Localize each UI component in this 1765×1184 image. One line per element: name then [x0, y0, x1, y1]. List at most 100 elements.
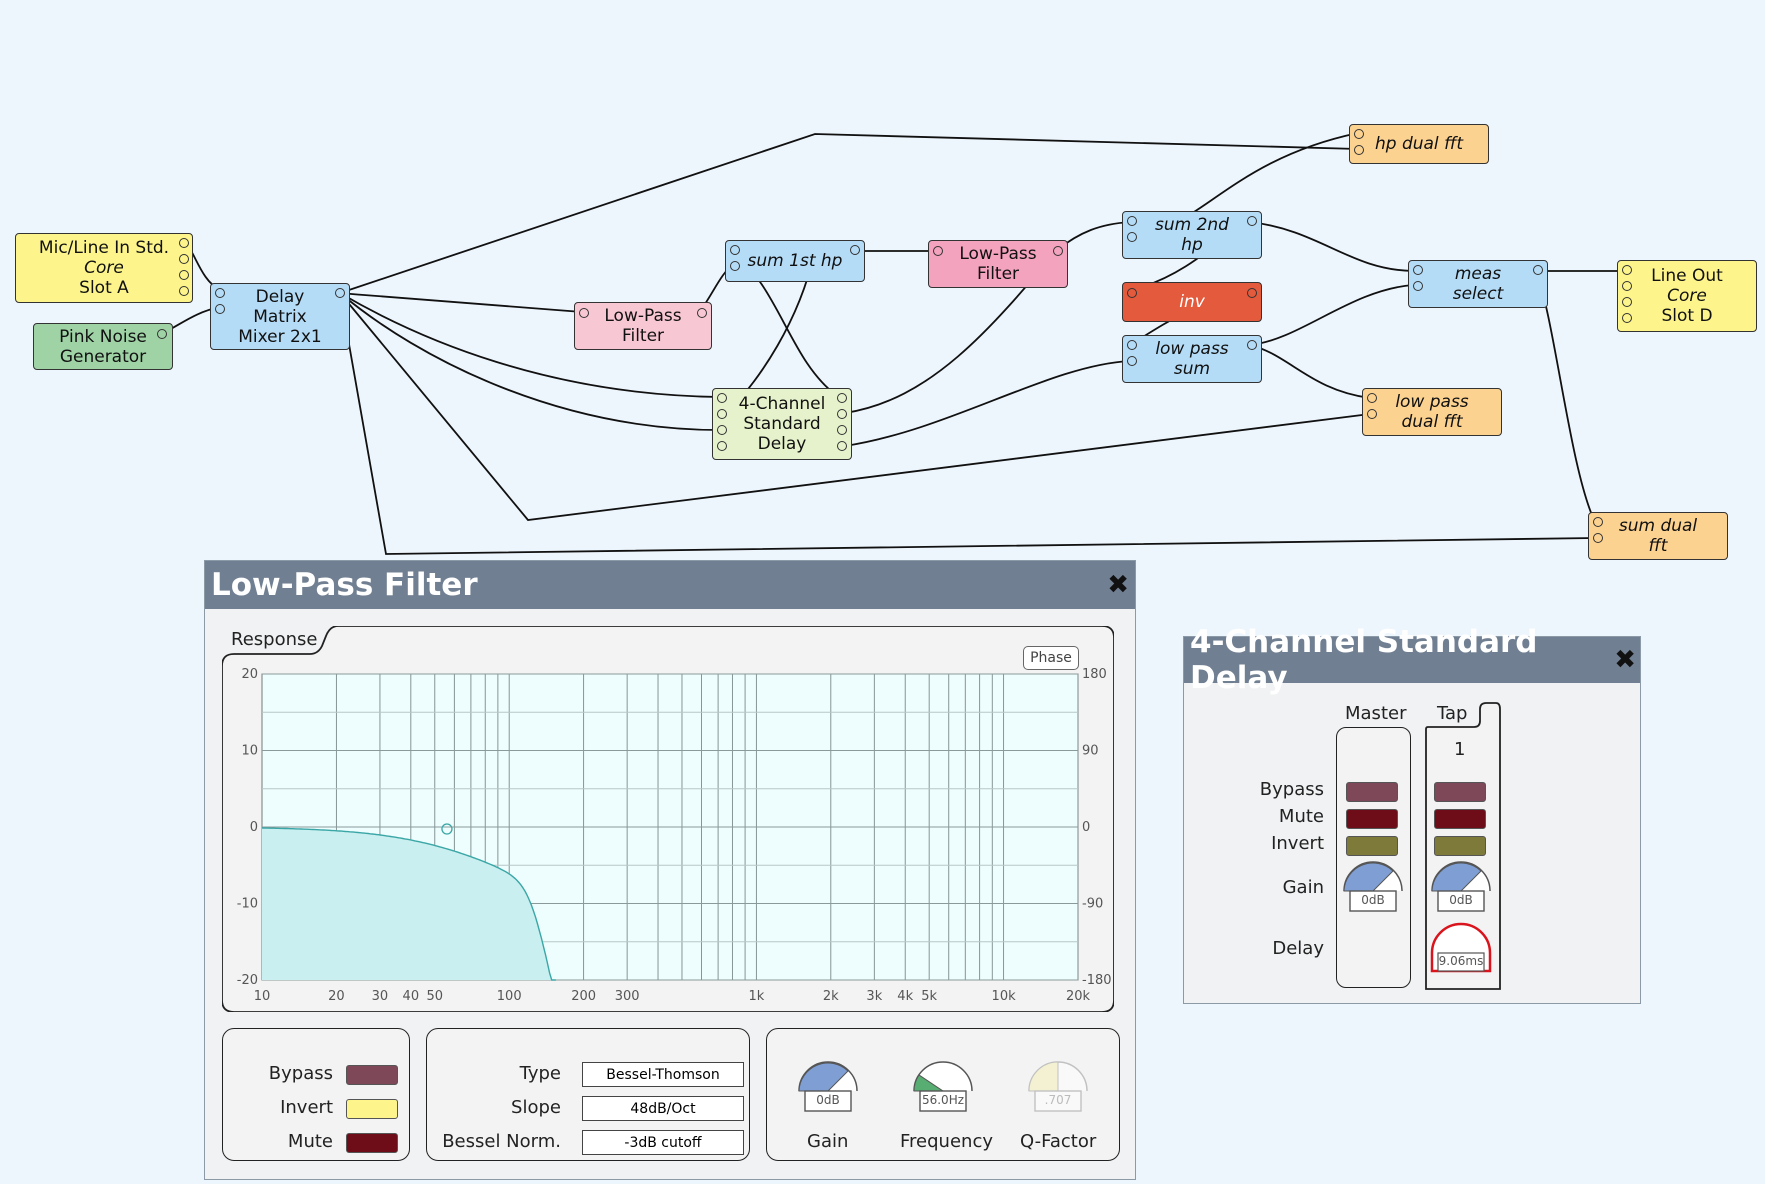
input-port[interactable]: [1413, 281, 1423, 291]
slope-select[interactable]: 48dB/Oct: [582, 1096, 744, 1121]
bessel-norm-label: Bessel Norm.: [442, 1131, 561, 1152]
x-tick-label: 50: [427, 989, 444, 1004]
output-port[interactable]: [1247, 216, 1257, 226]
input-port[interactable]: [215, 304, 225, 314]
gain-knob[interactable]: [797, 1059, 859, 1113]
tap-mute-toggle[interactable]: [1434, 809, 1486, 829]
bessel-norm-select[interactable]: -3dB cutoff: [582, 1130, 744, 1155]
cutoff-handle[interactable]: [441, 823, 453, 835]
output-port[interactable]: [837, 425, 847, 435]
input-port[interactable]: [1622, 265, 1632, 275]
output-port[interactable]: [1533, 265, 1543, 275]
output-port[interactable]: [157, 329, 167, 339]
input-port[interactable]: [1413, 265, 1423, 275]
close-icon[interactable]: ✖: [1107, 570, 1129, 600]
output-port[interactable]: [1247, 288, 1257, 298]
input-port[interactable]: [1354, 145, 1364, 155]
input-port[interactable]: [1622, 313, 1632, 323]
input-port[interactable]: [730, 245, 740, 255]
window-titlebar[interactable]: Low-Pass Filter ✖: [205, 561, 1135, 609]
input-port[interactable]: [1127, 288, 1137, 298]
input-port[interactable]: [1127, 356, 1137, 366]
node-sum-1st-hp[interactable]: sum 1st hp: [725, 240, 865, 282]
master-mute-toggle[interactable]: [1346, 809, 1398, 829]
bypass-label: Bypass: [1259, 779, 1324, 800]
tap-invert-toggle[interactable]: [1434, 836, 1486, 856]
close-icon[interactable]: ✖: [1614, 645, 1636, 675]
input-port[interactable]: [1367, 393, 1377, 403]
output-port[interactable]: [179, 270, 189, 280]
output-port[interactable]: [335, 288, 345, 298]
wire-lpsum-to-meas: [1249, 284, 1414, 346]
mute-toggle[interactable]: [346, 1133, 398, 1153]
output-port[interactable]: [1247, 340, 1257, 350]
node-label: Slot D: [1661, 306, 1713, 326]
frequency-knob[interactable]: [912, 1059, 974, 1113]
output-port[interactable]: [850, 245, 860, 255]
x-tick-label: 5k: [921, 989, 937, 1004]
input-port[interactable]: [717, 393, 727, 403]
master-bypass-toggle[interactable]: [1346, 782, 1398, 802]
input-port[interactable]: [717, 441, 727, 451]
output-port[interactable]: [837, 393, 847, 403]
node-label: low pass: [1155, 339, 1229, 359]
x-tick-label: 2k: [823, 989, 839, 1004]
input-port[interactable]: [1127, 340, 1137, 350]
master-gain-knob[interactable]: [1342, 859, 1404, 913]
x-tick-label: 300: [615, 989, 640, 1004]
input-port[interactable]: [1593, 517, 1603, 527]
tap-delay-knob[interactable]: [1429, 919, 1493, 975]
output-port[interactable]: [1053, 246, 1063, 256]
input-port[interactable]: [1354, 129, 1364, 139]
output-port[interactable]: [837, 409, 847, 419]
input-port[interactable]: [1622, 281, 1632, 291]
response-tab[interactable]: Response: [231, 629, 318, 650]
tap-gain-value: 0dB: [1449, 893, 1473, 907]
input-port[interactable]: [1127, 216, 1137, 226]
invert-toggle[interactable]: [346, 1099, 398, 1119]
node-label: Pink Noise: [59, 326, 147, 347]
output-port[interactable]: [179, 238, 189, 248]
input-port[interactable]: [1593, 533, 1603, 543]
tap-gain-knob[interactable]: [1430, 859, 1492, 913]
x-tick-label: 20k: [1066, 989, 1091, 1004]
input-port[interactable]: [1367, 409, 1377, 419]
output-port[interactable]: [179, 254, 189, 264]
output-port[interactable]: [179, 286, 189, 296]
input-port[interactable]: [1622, 297, 1632, 307]
master-invert-toggle[interactable]: [1346, 836, 1398, 856]
bypass-toggle[interactable]: [346, 1065, 398, 1085]
input-port[interactable]: [717, 409, 727, 419]
input-port[interactable]: [579, 308, 589, 318]
tap-label[interactable]: Tap: [1437, 703, 1468, 724]
node-inv[interactable]: inv: [1122, 282, 1262, 322]
input-port[interactable]: [215, 288, 225, 298]
input-port[interactable]: [933, 246, 943, 256]
input-port[interactable]: [717, 425, 727, 435]
output-port[interactable]: [697, 308, 707, 318]
phase-button[interactable]: Phase: [1023, 646, 1079, 670]
input-port[interactable]: [730, 261, 740, 271]
input-port[interactable]: [1127, 232, 1137, 242]
window-titlebar[interactable]: 4-Channel Standard Delay ✖: [1184, 624, 1640, 696]
node-hp-dual-fft[interactable]: hp dual fft: [1349, 124, 1489, 164]
gain-label: Gain: [807, 1131, 849, 1152]
y-left-tick-label: 10: [241, 744, 258, 759]
q-factor-knob[interactable]: [1027, 1059, 1089, 1113]
type-select[interactable]: Bessel-Thomson: [582, 1062, 744, 1087]
output-port[interactable]: [837, 441, 847, 451]
tap-bypass-toggle[interactable]: [1434, 782, 1486, 802]
